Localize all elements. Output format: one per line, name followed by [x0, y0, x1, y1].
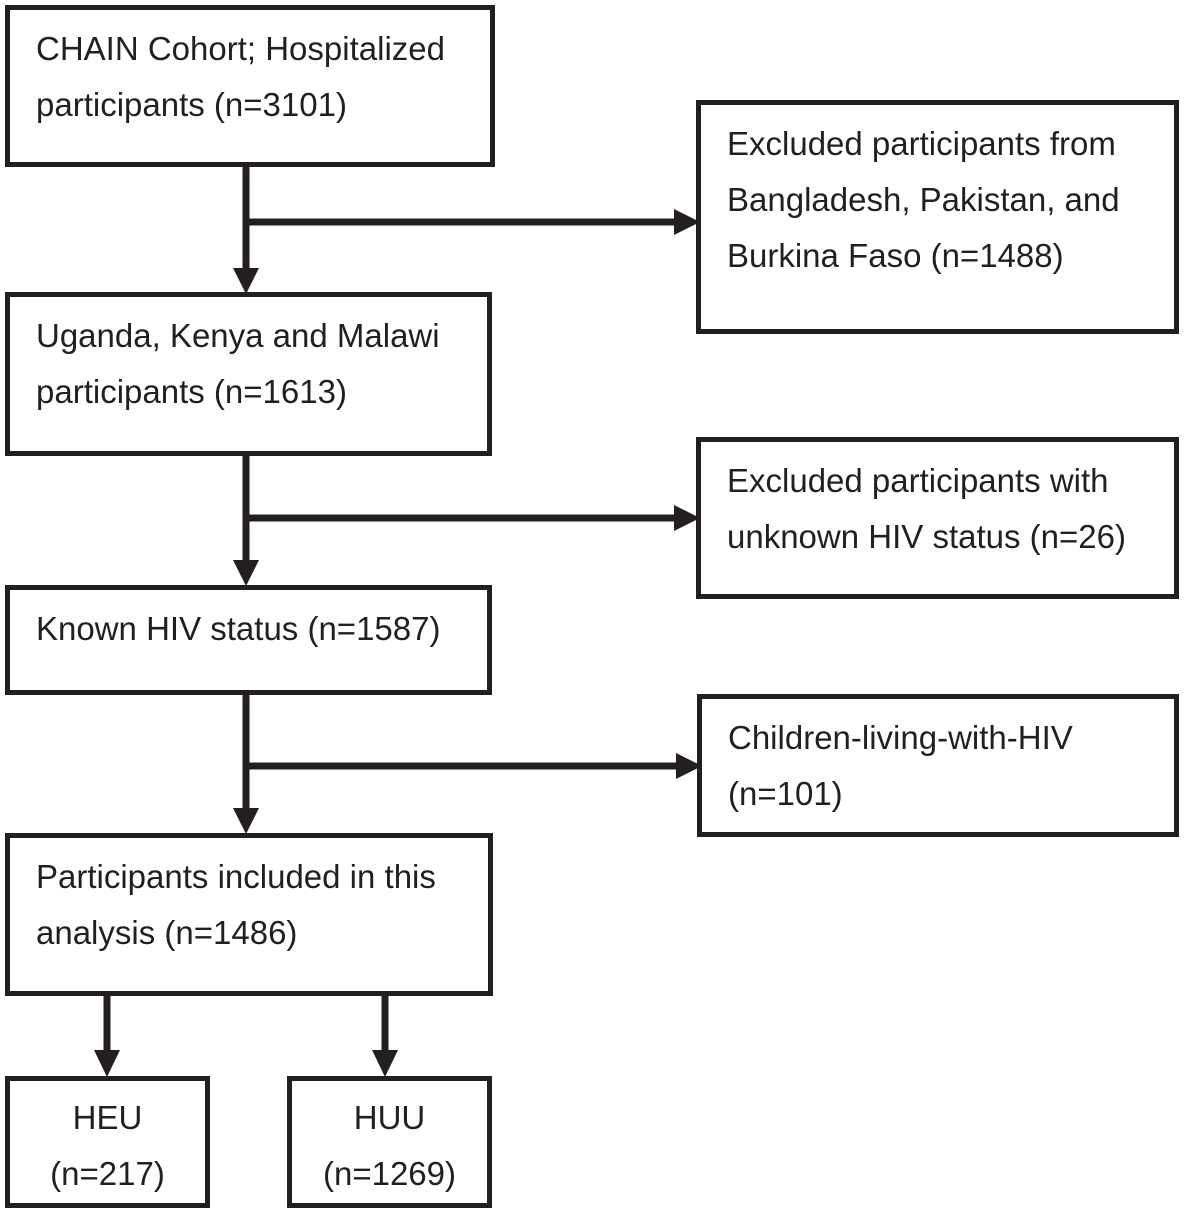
node-heu: HEU (n=217)	[5, 1076, 210, 1208]
node-huu-line: (n=1269)	[322, 1155, 456, 1192]
node-chain-cohort-line: participants (n=3101)	[36, 86, 347, 123]
node-excluded-countries-line: Bangladesh, Pakistan, and	[727, 181, 1120, 218]
arrow-included-to-huu-head	[372, 1050, 398, 1077]
arrow-to-excluded-unknown-head	[674, 505, 700, 531]
node-known-hiv-status: Known HIV status (n=1587)	[5, 585, 492, 695]
node-huu-line: HUU	[353, 1099, 426, 1136]
node-uganda-kenya-malawi-line: Uganda, Kenya and Malawi	[36, 317, 440, 354]
arrow-included-to-heu-head	[94, 1050, 120, 1077]
node-included-in-analysis-line: Participants included in this	[36, 858, 436, 895]
node-included-in-analysis-line: analysis (n=1486)	[36, 914, 298, 951]
node-excluded-unknown-hiv-line: Excluded participants with	[727, 462, 1109, 499]
node-children-living-with-hiv: Children-living-with-HIV (n=101)	[697, 694, 1179, 837]
node-heu-line: (n=217)	[50, 1155, 165, 1192]
arrow-known-to-included-head	[233, 808, 259, 834]
node-excluded-countries: Excluded participants from Bangladesh, P…	[696, 100, 1179, 334]
node-excluded-unknown-hiv: Excluded participants with unknown HIV s…	[696, 437, 1179, 599]
node-children-living-with-hiv-line: Children-living-with-HIV	[728, 719, 1073, 756]
node-excluded-unknown-hiv-line: unknown HIV status (n=26)	[727, 518, 1126, 555]
node-chain-cohort-line: CHAIN Cohort; Hospitalized	[36, 30, 445, 67]
node-huu: HUU (n=1269)	[287, 1076, 492, 1208]
arrow-ukm-to-known-head	[233, 560, 259, 586]
node-heu-line: HEU	[72, 1099, 143, 1136]
node-uganda-kenya-malawi: Uganda, Kenya and Malawi participants (n…	[5, 292, 492, 456]
arrow-to-clwh-head	[676, 753, 702, 779]
node-included-in-analysis: Participants included in this analysis (…	[5, 833, 493, 996]
arrow-cohort-to-ukm-head	[233, 268, 259, 294]
node-uganda-kenya-malawi-line: participants (n=1613)	[36, 373, 347, 410]
node-excluded-countries-line: Excluded participants from	[727, 125, 1116, 162]
node-children-living-with-hiv-line: (n=101)	[728, 775, 843, 812]
arrow-to-excluded-countries-head	[674, 209, 700, 235]
node-known-hiv-status-line: Known HIV status (n=1587)	[36, 610, 441, 647]
node-excluded-countries-line: Burkina Faso (n=1488)	[727, 237, 1064, 274]
node-chain-cohort: CHAIN Cohort; Hospitalized participants …	[5, 5, 495, 167]
